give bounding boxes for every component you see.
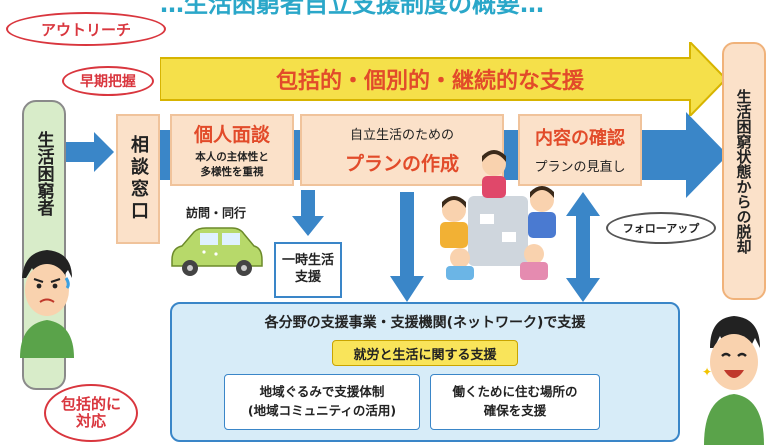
outreach-bubble: アウトリーチ (6, 12, 166, 46)
followup-bubble: フォローアップ (606, 212, 716, 244)
network-title: 各分野の支援事業・支援機関(ネットワーク)で支援 (264, 315, 586, 331)
right-exit-column (722, 42, 766, 300)
interview-line1: 本人の主体性と (195, 151, 269, 163)
exit-label: 生活困窮状態からの脱却 (734, 88, 753, 254)
temp-line2: 支援 (294, 270, 321, 285)
comprehensive-line1: 包括的に (60, 394, 121, 413)
support-banner: 包括的・個別的・継続的な支援 (190, 58, 670, 100)
arrow-to-network-left (390, 192, 424, 302)
worried-person-illustration (20, 250, 74, 358)
visit-label: 訪問・同行 (186, 206, 247, 220)
network-panel: 各分野の支援事業・支援機関(ネットワーク)で支援 就労と生活に関する支援 地域ぐ… (170, 302, 680, 442)
plan-line1: 自立生活のための (349, 128, 454, 143)
community-support-box: 地域ぐるみで支援体制 (地域コミュニティの活用) (224, 374, 420, 430)
interview-line2: 多様性を重視 (200, 166, 264, 178)
support-banner-text: 包括的・個別的・継続的な支援 (275, 69, 584, 94)
meeting-illustration (440, 150, 556, 280)
early-detection-label: 早期把握 (80, 74, 136, 90)
comprehensive-bubble: 包括的に 対応 (44, 384, 138, 442)
comprehensive-line2: 対応 (75, 412, 106, 430)
page-title-strip: …生活困窮者自立支援制度の概要… (160, 0, 720, 18)
plan-line2: プランの作成 (344, 153, 459, 175)
arrow-to-temp-support (292, 190, 324, 236)
page-title: …生活困窮者自立支援制度の概要… (160, 0, 544, 18)
arrow-to-counter (66, 132, 114, 172)
plan-creation-box: 自立生活のための プランの作成 (300, 114, 504, 186)
work-life-support-badge: 就労と生活に関する支援 (332, 340, 518, 366)
community-line2: (地域コミュニティの活用) (247, 403, 397, 418)
happy-person-illustration: ✦ (702, 316, 764, 445)
housing-support-box: 働くために住む場所の 確保を支援 (430, 374, 600, 430)
arrow-to-network-right (566, 192, 600, 302)
interview-title: 個人面談 (193, 124, 270, 146)
car-icon (171, 227, 263, 276)
consultation-counter: 相談窓口 (116, 114, 160, 244)
temporary-living-support-box: 一時生活 支援 (274, 242, 342, 298)
review-line1: プランの見直し (534, 160, 626, 175)
needy-person-label: 生活困窮者 (33, 130, 54, 216)
individual-interview-box: 個人面談 本人の主体性と 多様性を重視 (170, 114, 294, 186)
content-review-box: 内容の確認 プランの見直し (518, 114, 642, 186)
temp-line1: 一時生活 (281, 253, 334, 269)
housing-line1: 働くために住む場所の (452, 384, 578, 400)
review-title: 内容の確認 (535, 128, 625, 149)
housing-line2: 確保を支援 (483, 403, 547, 418)
community-line1: 地域ぐるみで支援体制 (259, 384, 385, 400)
svg-text:✦: ✦ (702, 365, 712, 379)
followup-label: フォローアップ (622, 222, 700, 235)
outreach-label: アウトリーチ (40, 20, 131, 39)
support-banner-arrow (160, 42, 728, 116)
early-detection-bubble: 早期把握 (62, 66, 154, 96)
